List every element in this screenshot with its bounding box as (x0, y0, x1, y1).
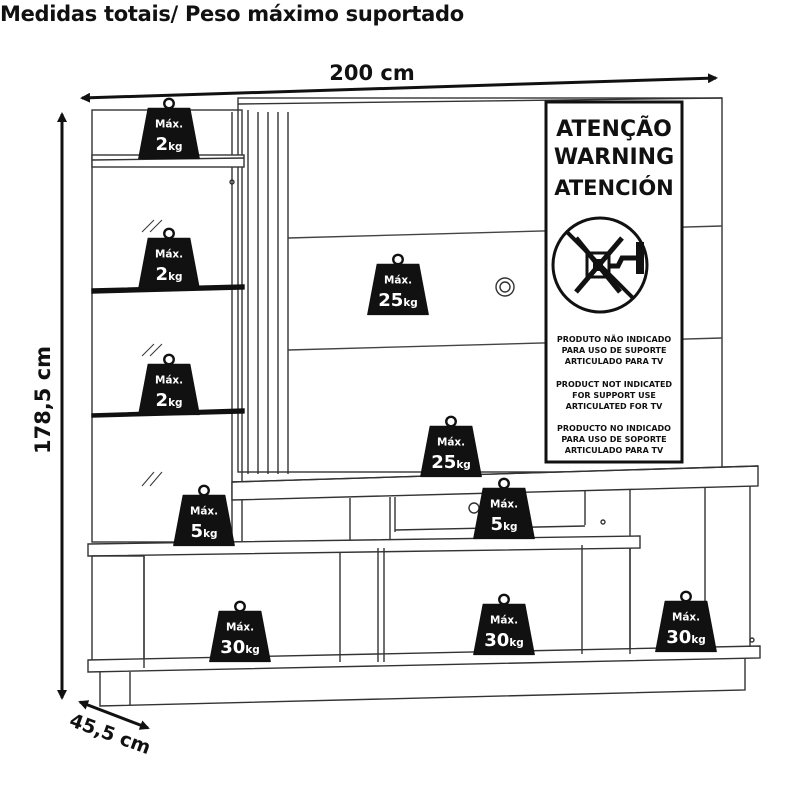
page-title: Medidas totais/ Peso máximo suportado (0, 2, 464, 26)
weight-max-label: Máx. (384, 274, 412, 286)
weight-value-label: 2kg (156, 134, 183, 155)
warning-pt-line2: PARA USO DE SUPORTE (562, 346, 667, 355)
weights-layer: Máx.2kgMáx.2kgMáx.2kgMáx.5kgMáx.25kgMáx.… (138, 97, 717, 663)
width-label: 200 cm (329, 61, 414, 85)
width-arrow (80, 73, 718, 103)
warning-en-line1: PRODUCT NOT INDICATED (556, 380, 672, 389)
warning-sign: ATENÇÃO WARNING ATENCIÓN PRODUTO NÃO IND… (544, 100, 684, 464)
depth-label: 45,5 cm (67, 710, 154, 760)
weight-max-label: Máx. (155, 118, 183, 130)
no-tv-mount-icon (551, 216, 649, 314)
side-shelf-unit (91, 109, 243, 543)
weight-value-label: 30kg (220, 637, 260, 658)
weight-icon-panel: Máx. 25kg (367, 253, 429, 316)
weight-value-label: 2kg (156, 390, 183, 411)
weight-value-label: 30kg (666, 627, 706, 648)
weight-max-label: Máx. (437, 436, 465, 448)
weight-max-label: Máx. (226, 621, 254, 633)
dimension-arrows (57, 73, 718, 730)
weight-value-label: 2kg (156, 264, 183, 285)
weight-icon-rack-left: Máx. 30kg (209, 600, 271, 663)
weight-icon-glass-shelf-1: Máx. 2kg (138, 227, 200, 290)
cable-hole (495, 277, 515, 297)
warning-es-line1: PRODUCTO NO INDICADO (557, 424, 671, 433)
weight-icon-tv-shelf: Máx. 25kg (420, 415, 482, 478)
warning-pt-line1: PRODUTO NÃO INDICADO (557, 334, 671, 344)
height-label: 178,5 cm (31, 346, 55, 454)
weight-icon-glass-shelf-2: Máx. 2kg (138, 353, 200, 416)
rack-bottom (87, 645, 761, 673)
weight-icon-top-shelf: Máx. 2kg (138, 97, 200, 160)
weight-icon-side-base: Máx. 5kg (173, 484, 235, 547)
weight-value-label: 5kg (191, 521, 218, 542)
weight-value-label: 30kg (484, 630, 524, 651)
weight-max-label: Máx. (155, 248, 183, 260)
weight-max-label: Máx. (190, 505, 218, 517)
warning-title-en: WARNING (554, 145, 674, 170)
warning-title-pt: ATENÇÃO (556, 116, 672, 142)
weight-max-label: Máx. (490, 614, 518, 626)
depth-arrow (78, 700, 150, 730)
warning-en-line2: FOR SUPPORT USE (572, 391, 656, 400)
warning-pt-line3: ARTICULADO PARA TV (565, 357, 664, 366)
weight-icon-rack-center: Máx. 30kg (473, 593, 535, 656)
warning-en-line3: ARTICULATED FOR TV (566, 402, 663, 411)
warning-es-line2: PARA USO DE SOPORTE (561, 435, 666, 444)
weight-value-label: 25kg (431, 452, 471, 473)
weight-max-label: Máx. (155, 374, 183, 386)
weight-icon-niche: Máx. 5kg (473, 477, 535, 540)
rack-top (87, 535, 641, 557)
weight-value-label: 25kg (378, 290, 418, 311)
weight-value-label: 5kg (491, 514, 518, 535)
warning-title-es: ATENCIÓN (554, 175, 674, 200)
weight-max-label: Máx. (490, 498, 518, 510)
weight-max-label: Máx. (672, 611, 700, 623)
warning-es-line3: ARTICULADO PARA TV (565, 446, 664, 455)
weight-icon-rack-right: Máx. 30kg (655, 590, 717, 653)
